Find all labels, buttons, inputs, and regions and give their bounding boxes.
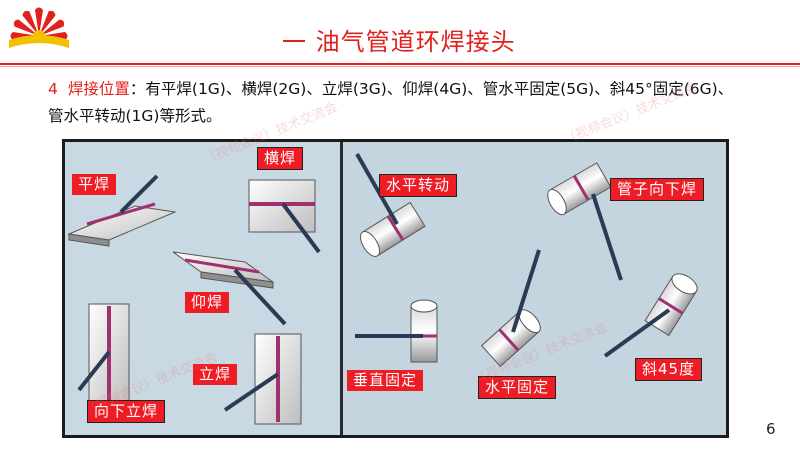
label-flat-weld: 平焊: [72, 174, 117, 195]
vertical-down-weld-illustration: [77, 303, 130, 405]
pipe-rotating-illustration: [355, 153, 426, 257]
body-paragraph: 4 焊接位置：有平焊(1G)、横焊(2G)、立焊(3G)、仰焊(4G)、管水平固定…: [48, 76, 748, 130]
company-logo: [4, 2, 74, 62]
welding-positions-figure: 平焊 横焊 仰焊 立焊 向下立焊 水平转动 管子向下焊 垂直固定 水平固定 斜4…: [62, 139, 729, 438]
item-text: ：有平焊(1G)、横焊(2G)、立焊(3G)、仰焊(4G)、管水平固定(5G)、…: [48, 80, 734, 125]
item-number: 4: [48, 80, 58, 98]
page-number: 6: [766, 420, 776, 438]
label-pipe-downhill: 管子向下焊: [610, 178, 705, 201]
label-overhead-weld: 仰焊: [185, 292, 230, 313]
title-divider-secondary: [0, 66, 800, 67]
item-keyword: 焊接位置: [67, 80, 130, 98]
title-divider: [0, 63, 800, 65]
label-pipe-rotating: 水平转动: [379, 174, 458, 197]
pipe-45-illustration: [603, 273, 698, 358]
horizontal-weld-illustration: [248, 179, 321, 254]
label-pipe-vertical-fixed: 垂直固定: [347, 370, 424, 391]
label-horizontal-weld: 横焊: [257, 147, 304, 170]
label-pipe-45: 斜45度: [635, 358, 703, 381]
pipe-downhill-illustration: [547, 162, 623, 281]
overhead-weld-illustration: [172, 251, 287, 326]
label-vertical-down-weld: 向下立焊: [87, 400, 166, 423]
pipe-vertical-fixed-illustration: [355, 299, 438, 363]
label-pipe-horizontal-fixed: 水平固定: [478, 376, 557, 399]
flat-weld-illustration: [67, 174, 177, 247]
pipe-horizontal-fixed-illustration: [480, 249, 541, 368]
page-title: 一 油气管道环焊接头: [282, 28, 516, 56]
vertical-weld-illustration: [223, 333, 302, 425]
label-vertical-weld: 立焊: [193, 364, 238, 385]
